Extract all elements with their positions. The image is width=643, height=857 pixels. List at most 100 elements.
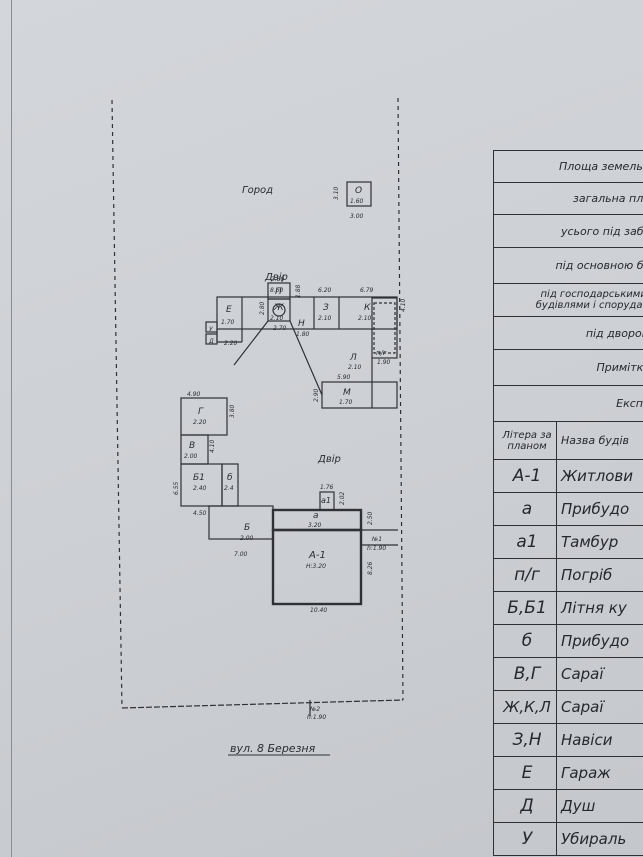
building-d	[205, 321, 218, 333]
row-name: Сараї	[556, 657, 643, 691]
bld-letter: З	[323, 303, 329, 313]
dim: 2.02	[339, 491, 346, 505]
gate-h: h:1.90	[307, 714, 326, 721]
bld-letter: Б1	[193, 473, 205, 483]
row-name: Гараж	[556, 756, 643, 790]
dim: 2.90	[313, 388, 320, 402]
building-n	[267, 298, 291, 322]
row-letter: б	[493, 624, 557, 658]
building-a-1	[271, 528, 363, 606]
bld-height: 2.10	[358, 315, 372, 322]
bld-height: 2.10	[270, 315, 284, 322]
row-letter: п/г	[493, 558, 557, 592]
dim: 8.50	[270, 287, 284, 294]
row-letter: а	[493, 492, 557, 526]
dim: 2.70	[273, 325, 287, 332]
row-letter: З,Н	[493, 723, 557, 757]
bld-height: 1.90	[377, 359, 391, 366]
label-street: вул. 8 Березня	[230, 742, 316, 755]
row-letter: а1	[493, 525, 557, 559]
summary-row: Експл	[493, 385, 643, 422]
bld-letter: Н	[298, 319, 305, 329]
summary-row: під основною бу	[493, 247, 643, 284]
label-yard-2: Двір	[317, 453, 341, 465]
building-u	[205, 333, 218, 345]
dim: 7.00	[234, 551, 248, 558]
bld-height: Н:3.20	[306, 563, 326, 570]
gate-no: №2	[309, 706, 320, 713]
label-garden: Город	[242, 185, 273, 196]
bld-height: 3.20	[308, 522, 322, 529]
building-g	[180, 397, 228, 436]
bld-height: 2.40	[193, 485, 207, 492]
dim: 3.80	[229, 404, 236, 418]
bld-height: 1.70	[221, 319, 235, 326]
row-letter: Б,Б1	[493, 591, 557, 625]
bld-height: 2.10	[348, 364, 362, 371]
row-name: Прибудо	[556, 492, 643, 526]
summary-row: Площа земельн	[493, 150, 643, 183]
bld-letter: Б	[244, 523, 250, 533]
dim: 6.79	[360, 287, 374, 294]
bld-height: 2.10	[318, 315, 332, 322]
building-l	[371, 297, 398, 359]
bld-height: 2.80	[271, 276, 285, 283]
row-name: Навіси	[556, 723, 643, 757]
row-name: Літня ку	[556, 591, 643, 625]
row-letter: А-1	[493, 459, 557, 493]
bld-height: 2.4	[224, 485, 234, 492]
bld-letter: А-1	[308, 550, 326, 561]
building-m	[321, 381, 398, 409]
dim: 1.88	[295, 284, 302, 298]
dim: 8.26	[367, 561, 374, 575]
row-name: Житлови	[556, 459, 643, 493]
bld-height: 2.00	[184, 453, 198, 460]
row-name: Тамбур	[556, 525, 643, 559]
row-letter: Ж,К,Л	[493, 690, 557, 724]
building-o	[346, 181, 372, 207]
bld-letter: У	[209, 326, 213, 333]
bld-letter: Д	[208, 338, 214, 345]
dim: 4.90	[187, 391, 201, 398]
bld-letter: б	[227, 473, 233, 483]
bld-letter: О	[355, 186, 362, 196]
bld-letter: П	[275, 287, 282, 297]
dim: 4.10	[400, 298, 407, 312]
dim: 2.20	[224, 340, 238, 347]
info-table: Площа земельн загальна пло усього під за…	[493, 150, 643, 856]
gate-no: №1	[371, 536, 382, 543]
plot-boundary-right	[397, 97, 404, 701]
bld-letter: п/г	[376, 349, 387, 357]
row-letter: В,Г	[493, 657, 557, 691]
bld-letter: М	[343, 388, 351, 398]
bld-letter: Е	[226, 305, 232, 315]
label-yard-1: Двір	[264, 271, 288, 283]
bld-letter: К	[364, 303, 371, 313]
summary-row: усього під забу	[493, 214, 643, 248]
bld-height: 1.80	[296, 331, 310, 338]
summary-row: Примітка	[493, 349, 643, 386]
col-header-name: Назва будів	[556, 421, 643, 460]
bld-letter: В	[189, 441, 195, 451]
bld-height: 1.60	[350, 198, 364, 205]
dim: 6.55	[173, 481, 180, 495]
bld-letter: Л	[349, 353, 357, 363]
top-row-outline	[216, 296, 398, 330]
plot-boundary-street	[121, 699, 404, 709]
bld-letter: Г	[198, 407, 204, 417]
summary-row: під господарськими, будівлями і спорудам	[493, 283, 643, 317]
bld-height: 2.00	[240, 535, 254, 542]
bld-letter: а	[313, 511, 319, 521]
col-header-letter: Літера за планом	[493, 421, 557, 460]
row-letter: У	[493, 822, 557, 856]
dim: 1.76	[320, 484, 334, 491]
dim: 2.80	[259, 301, 266, 315]
row-letter: Д	[493, 789, 557, 823]
dim: 3.00	[350, 213, 364, 220]
dim: 6.20	[318, 287, 332, 294]
dim: 4.10	[209, 439, 216, 453]
dim: 5.90	[337, 374, 351, 381]
dim: 3.10	[333, 186, 340, 200]
